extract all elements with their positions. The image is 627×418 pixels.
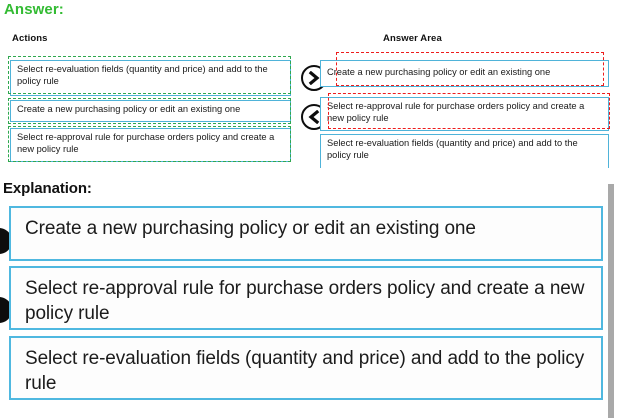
explanation-item-3-label: Select re-evaluation fields (quantity an… [25,348,585,394]
action-item-3[interactable]: Select re-approval rule for purchase ord… [10,128,291,162]
explanation-item-2-label: Select re-approval rule for purchase ord… [25,278,585,324]
explanation-item-2: Select re-approval rule for purchase ord… [9,266,603,330]
answer-heading: Answer: [4,1,64,18]
explanation-item-3: Select re-evaluation fields (quantity an… [9,336,603,400]
actions-column-header: Actions [12,33,48,44]
answer-item-2-label: Select re-approval rule for purchase ord… [327,101,585,123]
vertical-scrollbar[interactable] [608,184,614,418]
explanation-heading: Explanation: [3,180,92,197]
action-item-3-label: Select re-approval rule for purchase ord… [17,132,275,154]
action-item-2-label: Create a new purchasing policy or edit a… [17,104,241,114]
chevron-left-icon [308,110,320,124]
answer-item-3-label: Select re-evaluation fields (quantity an… [327,138,578,160]
explanation-item-1: Create a new purchasing policy or edit a… [9,206,603,261]
explanation-item-1-label: Create a new purchasing policy or edit a… [25,218,476,239]
answer-area-column-header: Answer Area [383,33,442,44]
action-item-2[interactable]: Create a new purchasing policy or edit a… [10,100,291,122]
answer-item-1[interactable]: Create a new purchasing policy or edit a… [320,60,609,87]
chevron-right-icon [308,71,320,85]
answer-item-3[interactable]: Select re-evaluation fields (quantity an… [320,134,609,168]
answer-item-1-label: Create a new purchasing policy or edit a… [327,67,551,77]
action-item-1[interactable]: Select re-evaluation fields (quantity an… [10,60,291,96]
action-item-1-label: Select re-evaluation fields (quantity an… [17,64,268,86]
answer-item-2[interactable]: Select re-approval rule for purchase ord… [320,97,609,131]
